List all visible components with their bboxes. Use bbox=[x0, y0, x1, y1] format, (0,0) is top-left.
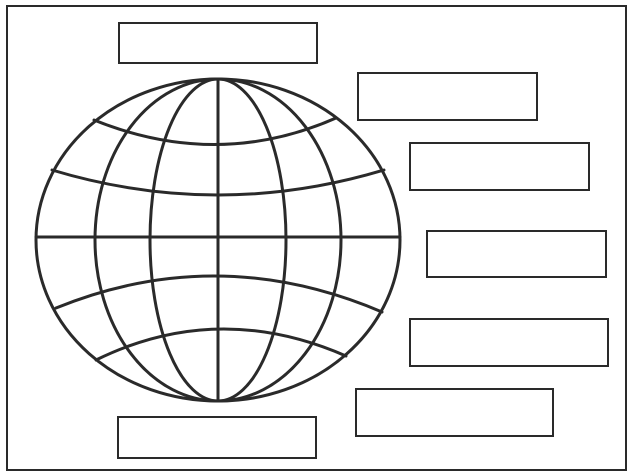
label-box-equator[interactable] bbox=[426, 230, 607, 278]
label-box-bottom[interactable] bbox=[117, 416, 317, 459]
latitude-north-2 bbox=[94, 118, 336, 145]
label-box-top[interactable] bbox=[118, 22, 318, 64]
label-box-south-1[interactable] bbox=[409, 318, 609, 367]
label-box-north-1[interactable] bbox=[409, 142, 590, 191]
label-box-south-2[interactable] bbox=[355, 388, 554, 437]
label-box-north-2[interactable] bbox=[357, 72, 538, 121]
